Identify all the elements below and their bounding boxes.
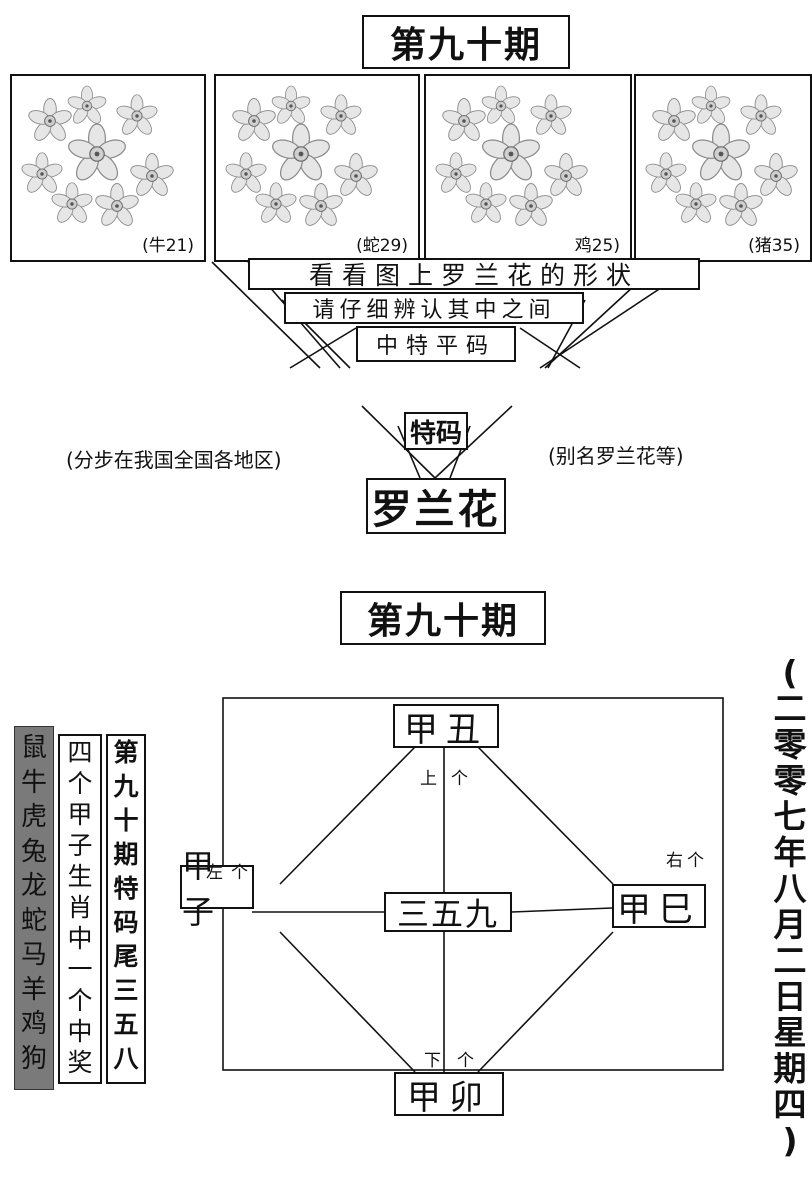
date-char: 年: [773, 833, 807, 872]
jiazi-char: 肖: [67, 893, 93, 922]
flower-panel-4: (猪35): [634, 74, 812, 262]
diagram-center-box: 三五九: [384, 892, 512, 933]
label-up: 上个: [420, 769, 482, 789]
date-char: 星: [773, 1013, 807, 1052]
date-char: ): [782, 1121, 798, 1160]
flower-panel-3: 鸡25): [424, 74, 632, 262]
date-char: 二: [773, 941, 807, 980]
zodiac-char: 虎: [20, 802, 47, 832]
flower-panel-1: (牛21): [10, 74, 206, 262]
date-char: 月: [773, 905, 807, 944]
date-char: 四: [773, 1085, 807, 1124]
label-down: 下个: [424, 1051, 490, 1071]
zodiac-char: 马: [20, 940, 47, 970]
panel-caption: (蛇29): [356, 236, 408, 256]
zodiac-char: 蛇: [20, 905, 47, 936]
zodiac-char: 狗: [20, 1043, 47, 1074]
instruction-line-3: 中特平码: [356, 326, 516, 362]
diagram-right-box: 甲巳: [612, 884, 706, 930]
diagram-top-box: 甲丑: [393, 704, 499, 750]
zodiac-char: 龙: [20, 871, 47, 901]
tema-box: 特码: [404, 412, 468, 450]
zodiac-column: 鼠牛虎兔龙蛇马羊鸡狗: [14, 726, 54, 1090]
zodiac-char: 羊: [20, 974, 47, 1005]
label-left: 左个: [206, 863, 256, 883]
date-char: 八: [773, 869, 807, 908]
jiazi-char: 四: [67, 738, 93, 767]
jiazi-char: 中: [67, 924, 93, 953]
date-char: (: [782, 653, 798, 692]
date-char: 日: [773, 977, 807, 1016]
issue-title-bottom: 第九十期: [340, 591, 546, 645]
issue-title-top: 第九十期: [362, 15, 570, 69]
jiazi-char: 个: [67, 986, 93, 1015]
diagram-left-box: 甲子: [180, 847, 254, 931]
tema-char: 第: [113, 738, 139, 767]
zodiac-char: 鸡: [20, 1009, 47, 1039]
instruction-line-1: 看看图上罗兰花的形状: [248, 258, 700, 290]
flower-panels-row: (牛21) (蛇29) 鸡25) (猪35): [10, 74, 812, 262]
tema-char: 九: [113, 772, 139, 801]
jiazi-char: 生: [67, 862, 93, 891]
tema-char: 十: [113, 806, 139, 835]
jiazi-char: 奖: [67, 1048, 93, 1077]
tema-char: 八: [113, 1044, 139, 1073]
tema-char: 五: [113, 1010, 139, 1039]
date-char: 零: [773, 761, 807, 800]
jiazi-char: 个: [67, 769, 93, 798]
note-left: (分步在我国全国各地区): [66, 448, 282, 472]
label-right: 右个: [666, 851, 708, 871]
diagram-bottom-box: 甲卯: [394, 1072, 504, 1118]
answer-box: 罗兰花: [366, 478, 506, 534]
jiazi-char: 甲: [67, 800, 93, 829]
jiazi-column: 四个甲子生肖中一个中奖: [58, 734, 102, 1084]
jiazi-char: 一: [67, 955, 93, 984]
tema-char: 特: [113, 874, 139, 903]
jiazi-char: 子: [67, 831, 93, 860]
date-char: 期: [773, 1049, 807, 1088]
date-char: 零: [773, 725, 807, 764]
panel-caption: 鸡25): [574, 236, 620, 256]
zodiac-char: 牛: [20, 767, 47, 798]
instruction-line-2: 请仔细辨认其中之间: [284, 292, 584, 324]
panel-caption: (猪35): [748, 236, 800, 256]
zodiac-char: 兔: [20, 836, 47, 867]
date-char: 七: [773, 797, 807, 836]
jiazi-char: 中: [67, 1017, 93, 1046]
tema-char: 期: [113, 840, 139, 869]
note-right: (别名罗兰花等): [548, 444, 684, 468]
zodiac-char: 鼠: [20, 733, 47, 763]
tema-char: 尾: [113, 942, 139, 971]
date-column: (二零零七年八月二日星期四): [770, 656, 810, 1176]
flower-panel-2: (蛇29): [214, 74, 420, 262]
date-char: 二: [773, 689, 807, 728]
tema-char: 三: [113, 976, 139, 1005]
panel-caption: (牛21): [142, 236, 194, 256]
tema-char: 码: [113, 908, 139, 937]
tema-column: 第九十期特码尾三五八: [106, 734, 146, 1084]
